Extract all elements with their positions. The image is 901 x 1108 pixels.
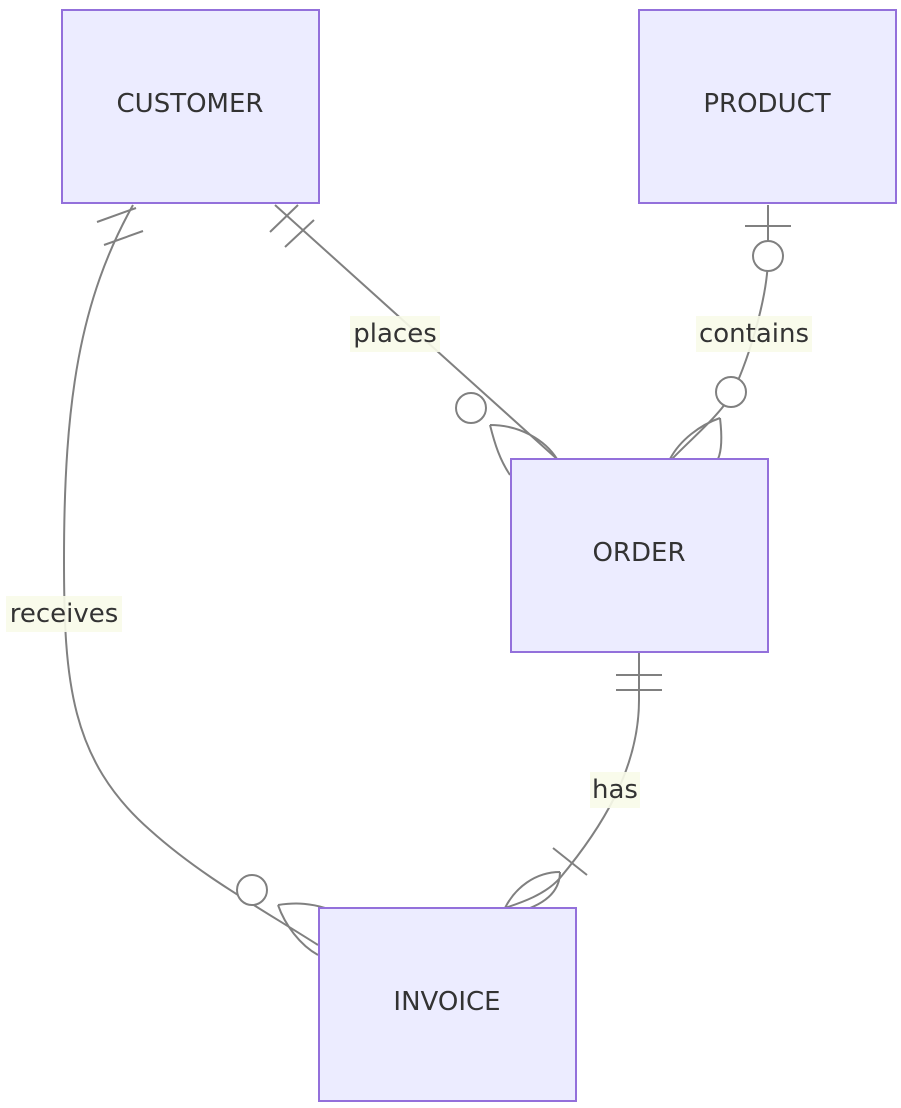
relationship-label-text: contains	[699, 319, 809, 349]
cardinality-zero-one-icon	[745, 225, 791, 272]
entity-order: ORDER	[510, 458, 769, 653]
relationship-label-text: receives	[10, 599, 119, 629]
cardinality-one-icon	[616, 674, 662, 691]
relationship-label-has: has	[590, 772, 640, 808]
relationship-label-places: places	[350, 316, 440, 352]
relationship-line-has	[504, 653, 640, 909]
entity-label: ORDER	[592, 538, 685, 568]
entity-invoice: INVOICE	[318, 907, 577, 1102]
entity-customer: CUSTOMER	[61, 9, 320, 204]
cardinality-zero-many-icon	[236, 874, 326, 956]
relationship-label-contains: contains	[696, 316, 812, 352]
relationship-line-receives	[62, 204, 319, 946]
entity-label: CUSTOMER	[117, 89, 264, 119]
entity-product: PRODUCT	[638, 9, 897, 204]
cardinality-one-icon	[96, 207, 144, 246]
cardinality-zero-many-icon	[669, 376, 747, 460]
cardinality-one-many-icon	[504, 847, 588, 909]
cardinality-one-icon	[269, 204, 315, 248]
relationship-label-text: has	[592, 775, 638, 805]
relationship-label-receives: receives	[6, 596, 122, 632]
relationship-label-text: places	[353, 319, 437, 349]
cardinality-zero-many-icon	[455, 392, 558, 476]
entity-label: PRODUCT	[703, 89, 830, 119]
entity-label: INVOICE	[393, 987, 500, 1017]
